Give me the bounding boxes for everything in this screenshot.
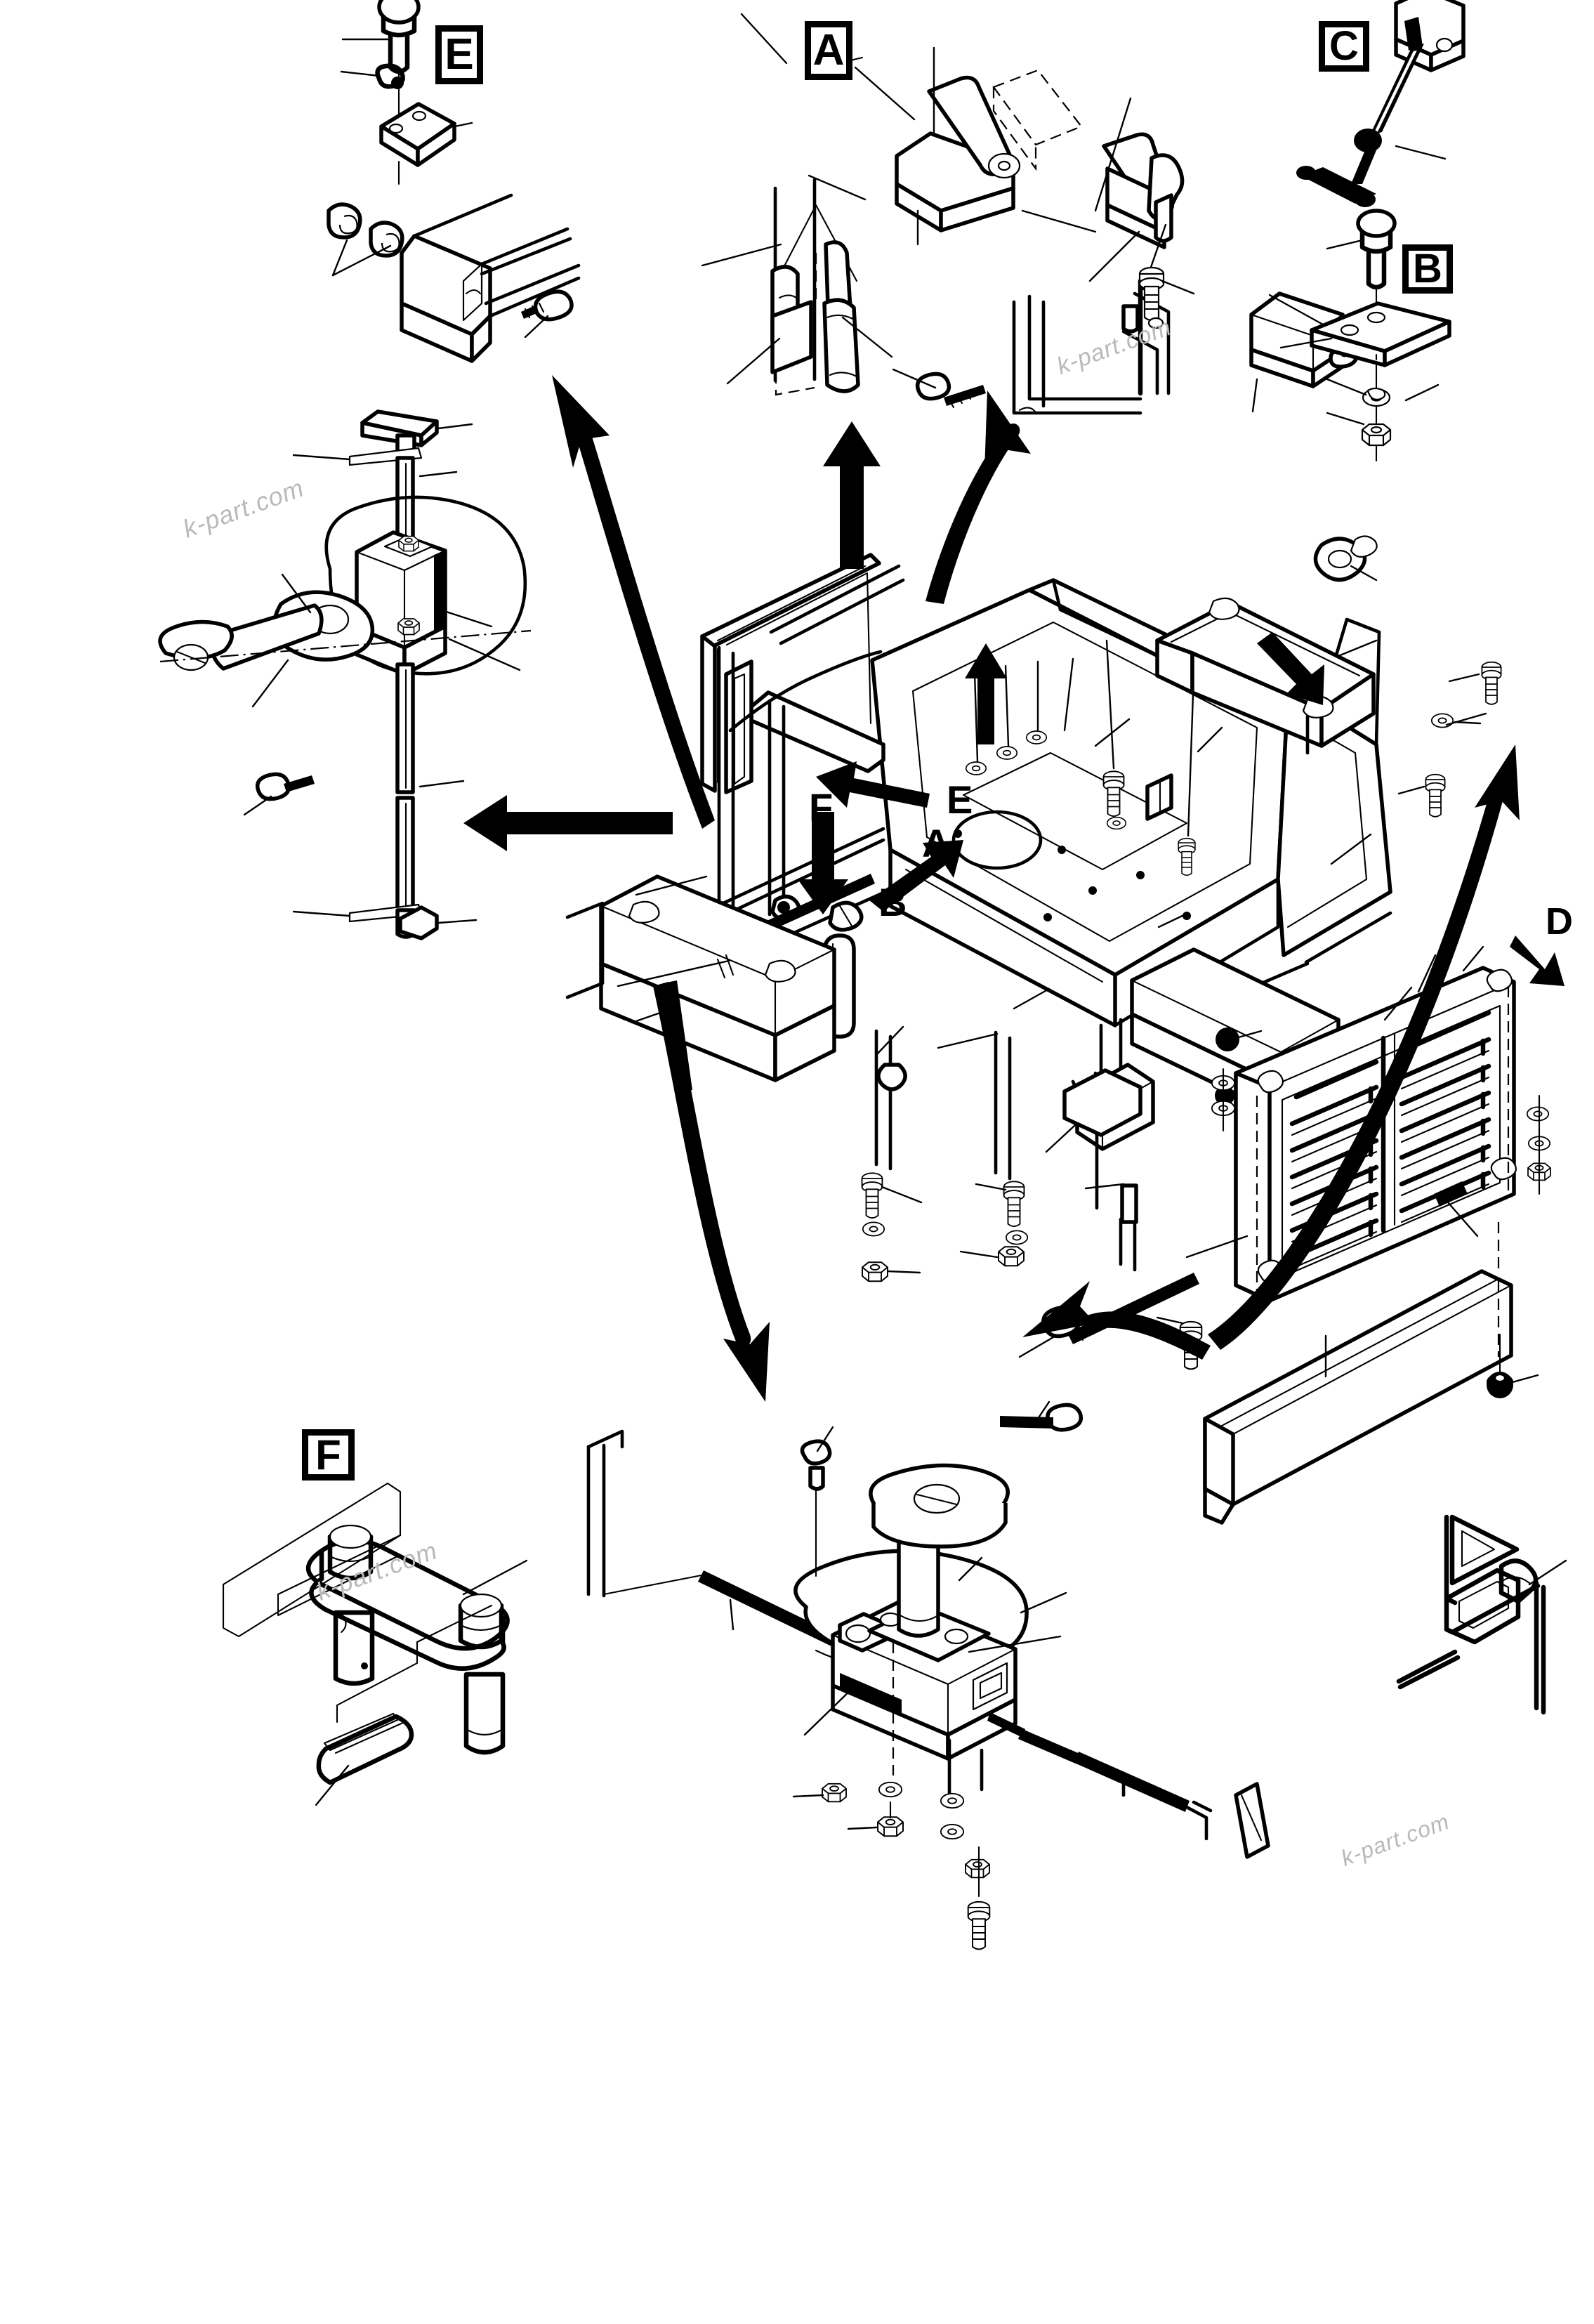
detail-B-art — [1268, 209, 1451, 462]
callout-box-C: C — [1319, 21, 1369, 72]
hood-lock-center-art — [586, 1400, 1270, 1950]
label-F-main: F — [809, 785, 834, 829]
callout-letter-B: B — [1413, 246, 1442, 291]
corner-bracket-art — [1396, 1514, 1567, 1715]
u-bracket-art — [892, 266, 1195, 415]
hinge-pin-group-art — [701, 174, 893, 396]
label-E-main: E — [947, 777, 973, 822]
leader-lines-extra — [631, 712, 1487, 1190]
lower-skirt-panel-art — [1203, 1222, 1539, 1525]
callout-box-B: B — [1402, 244, 1453, 294]
detail-E-art — [340, 0, 473, 185]
callout-letter-C: C — [1329, 23, 1359, 69]
label-A-main: A — [922, 821, 951, 865]
callout-letter-A: A — [812, 26, 845, 74]
callout-box-A: A — [805, 21, 852, 80]
label-D-main: D — [1546, 900, 1573, 943]
label-B-main: B — [878, 880, 907, 924]
detail-A-art — [740, 13, 1185, 291]
detail-C-art — [1249, 0, 1465, 413]
callout-box-F: F — [302, 1429, 355, 1481]
callout-arrows — [463, 375, 1565, 1402]
callout-letter-F: F — [315, 1431, 341, 1478]
callout-box-E: E — [435, 25, 483, 84]
detail-F-art — [222, 1482, 528, 1806]
latch-rod-assembly-art — [158, 409, 532, 940]
hinge-bracket-upper-art — [327, 193, 581, 363]
callout-letter-E: E — [444, 30, 474, 79]
